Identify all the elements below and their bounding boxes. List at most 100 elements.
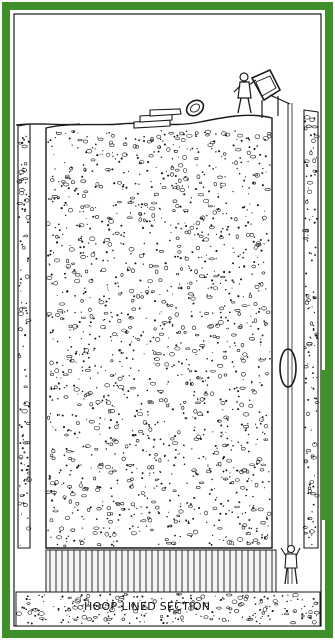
soil-grain (198, 151, 200, 153)
soil-grain (221, 156, 222, 157)
soil-grain (311, 253, 312, 254)
soil-grain (129, 622, 131, 624)
soil-grain (77, 147, 78, 148)
soil-grain (42, 619, 44, 621)
soil-grain (138, 494, 140, 496)
soil-grain (302, 599, 303, 600)
soil-grain (265, 415, 267, 417)
soil-grain (50, 422, 51, 423)
soil-grain (259, 623, 260, 624)
soil-grain (112, 375, 114, 377)
soil-grain (180, 536, 181, 537)
soil-grain (309, 307, 310, 308)
soil-grain (141, 203, 143, 205)
soil-grain (57, 341, 59, 343)
soil-grain (233, 144, 235, 146)
soil-grain (218, 464, 219, 465)
soil-grain (310, 175, 312, 177)
soil-grain (62, 371, 64, 373)
soil-grain (84, 539, 85, 540)
soil-grain (177, 618, 179, 620)
soil-grain (182, 621, 183, 622)
soil-grain (138, 204, 139, 205)
soil-grain (80, 596, 81, 597)
soil-grain (195, 135, 197, 137)
soil-grain (133, 336, 134, 337)
soil-grain (20, 282, 21, 283)
soil-grain (217, 342, 219, 344)
soil-grain (313, 147, 314, 148)
soil-grain (21, 164, 23, 166)
soil-grain (126, 357, 128, 359)
soil-grain (110, 487, 112, 489)
soil-grain (116, 540, 118, 542)
soil-grain (161, 130, 162, 131)
soil-grain (220, 183, 221, 184)
soil-grain (88, 242, 89, 243)
soil-grain (225, 400, 227, 402)
soil-grain (141, 403, 143, 405)
soil-grain (229, 612, 230, 613)
soil-grain (98, 486, 100, 488)
soil-grain (304, 161, 306, 163)
soil-grain (248, 139, 250, 141)
soil-grain (93, 347, 95, 349)
soil-grain (27, 518, 28, 519)
soil-grain (253, 148, 255, 150)
soil-grain (248, 305, 249, 306)
soil-grain (86, 136, 87, 137)
soil-grain (255, 617, 256, 618)
soil-grain (166, 367, 168, 369)
soil-grain (75, 353, 77, 355)
soil-grain (297, 598, 299, 600)
soil-grain (261, 172, 263, 174)
soil-grain (197, 165, 198, 166)
soil-grain (69, 487, 71, 489)
soil-grain (20, 462, 22, 464)
soil-grain (21, 244, 23, 246)
soil-grain (308, 187, 309, 188)
soil-grain (153, 362, 154, 363)
soil-grain (140, 335, 142, 337)
soil-grain (232, 361, 234, 363)
soil-grain (96, 164, 98, 166)
soil-grain (83, 446, 85, 448)
soil-grain (254, 466, 256, 468)
soil-grain (313, 117, 315, 119)
soil-grain (248, 527, 250, 529)
soil-grain (88, 357, 90, 359)
soil-grain (23, 139, 25, 141)
soil-grain (248, 478, 249, 479)
soil-grain (104, 319, 105, 320)
soil-grain (238, 501, 240, 503)
soil-grain (211, 544, 213, 546)
soil-grain (89, 228, 91, 230)
soil-grain (260, 618, 261, 619)
soil-grain (68, 621, 70, 623)
soil-grain (160, 472, 161, 473)
soil-grain (47, 255, 49, 257)
soil-grain (197, 399, 198, 400)
soil-grain (178, 495, 180, 497)
soil-grain (127, 313, 129, 315)
soil-grain (210, 471, 211, 472)
soil-grain (123, 236, 125, 238)
soil-grain (122, 189, 123, 190)
soil-grain (203, 186, 205, 188)
soil-grain (246, 480, 248, 482)
soil-grain (159, 208, 160, 209)
soil-grain (106, 399, 108, 401)
soil-grain (100, 531, 102, 533)
soil-grain (189, 268, 190, 269)
soil-grain (234, 309, 235, 310)
soil-grain (82, 353, 84, 355)
soil-grain (229, 234, 231, 236)
soil-grain (58, 181, 59, 182)
soil-grain (231, 288, 232, 289)
soil-grain (263, 220, 264, 221)
soil-grain (121, 341, 122, 342)
soil-grain (253, 505, 254, 506)
soil-grain (188, 521, 189, 522)
soil-grain (63, 482, 65, 484)
soil-grain (79, 432, 81, 434)
